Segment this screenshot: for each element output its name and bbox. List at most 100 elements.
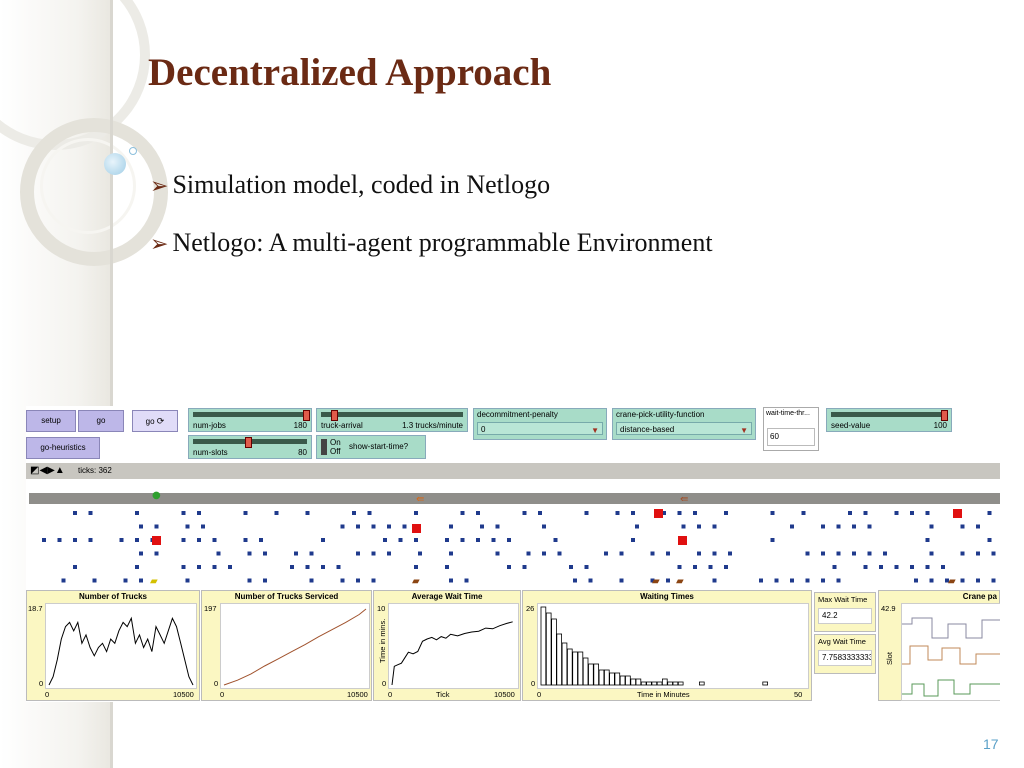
container-slot <box>542 524 546 529</box>
slider-knob[interactable] <box>941 410 948 421</box>
slider-value: 180 <box>293 421 307 430</box>
container-slot <box>371 551 376 556</box>
container-slot <box>666 578 670 583</box>
slider-knob[interactable] <box>245 437 252 448</box>
container-slot <box>728 551 732 556</box>
switch-show-start-time[interactable]: On Off show-start-time? <box>316 435 426 459</box>
container-slot <box>185 578 190 583</box>
container-slot <box>604 551 608 556</box>
container-slot <box>309 551 314 556</box>
decorative-ring <box>40 138 136 234</box>
container-slot <box>387 524 391 529</box>
slider-num-jobs[interactable]: num-jobs 180 <box>188 408 312 432</box>
container-slot <box>569 565 573 569</box>
plot-waiting-times: Waiting Times 26 0 0 Time in Minutes 50 <box>522 590 812 701</box>
slider-knob[interactable] <box>303 410 310 421</box>
input-wait-time-threshold[interactable]: wait-time-thr... 60 <box>763 407 819 451</box>
chooser-label: crane-pick-utility-function <box>616 410 705 419</box>
container-slot <box>697 551 701 556</box>
input-field[interactable]: 60 <box>767 428 815 446</box>
truck-icon: ▰ <box>150 576 158 587</box>
page-number: 17 <box>983 736 999 752</box>
container-slot <box>910 565 914 569</box>
container-slot <box>821 551 825 556</box>
container-slot <box>522 565 527 569</box>
container-slot <box>476 538 480 542</box>
container-slot <box>449 578 453 583</box>
monitor-value: 7.75833333333 <box>818 650 872 666</box>
container-slot <box>139 524 143 529</box>
container-slot <box>836 524 841 529</box>
histogram-bar <box>577 651 584 686</box>
slider-track <box>831 412 947 417</box>
histogram-bar <box>561 642 568 686</box>
container-slot <box>910 511 914 515</box>
container-slot <box>212 538 217 542</box>
histogram-bar <box>656 681 663 686</box>
plot-ylabel: Slot <box>885 652 894 665</box>
bullet-text: Netlogo: A multi-agent programmable Envi… <box>172 228 713 257</box>
container-slot <box>73 565 77 569</box>
container-slot <box>960 524 965 529</box>
view-control-icons[interactable]: ◩◀▶▲ <box>30 465 65 476</box>
bullet-arrow-icon: ➢ <box>150 173 169 198</box>
container-slot <box>340 578 345 583</box>
container-slot <box>976 551 980 556</box>
container-slot <box>154 551 159 556</box>
histogram-bar <box>667 681 673 686</box>
container-slot <box>941 565 945 569</box>
bullet-item: ➢Netlogo: A multi-agent programmable Env… <box>150 228 713 258</box>
series-line <box>223 608 367 686</box>
container-slot <box>557 551 562 556</box>
container-slot <box>197 565 201 569</box>
container-slot <box>836 578 841 583</box>
plots-area: Number of Trucks 18.7 0 0 10500 Number o… <box>26 590 1000 702</box>
bullet-item: ➢Simulation model, coded in Netlogo <box>150 170 550 200</box>
container-slot <box>852 551 856 556</box>
plot-title: Average Wait Time <box>411 592 483 601</box>
go-forever-button[interactable]: go ⟳ <box>132 410 178 432</box>
container-slot <box>770 538 775 542</box>
container-slot <box>460 538 465 542</box>
container-slot <box>925 511 930 515</box>
chooser-select[interactable]: distance-based▼ <box>616 422 752 435</box>
container-slot <box>414 511 418 515</box>
container-slot <box>867 524 872 529</box>
container-slot <box>243 538 248 542</box>
truck-road <box>29 493 1000 504</box>
slider-truck-arrival[interactable]: truck-arrival 1.3 trucks/minute <box>316 408 468 432</box>
dropdown-arrow-icon: ▼ <box>740 426 748 435</box>
monitor-label: Avg Wait Time <box>818 637 866 646</box>
chooser-crane-pick-utility-function[interactable]: crane-pick-utility-function distance-bas… <box>612 408 756 440</box>
setup-button[interactable]: setup <box>26 410 76 432</box>
go-once-button[interactable]: go <box>78 410 124 432</box>
chooser-value: 0 <box>481 425 486 434</box>
slider-knob[interactable] <box>331 410 338 421</box>
container-slot <box>181 565 186 569</box>
chooser-select[interactable]: 0▼ <box>477 422 603 435</box>
slider-num-slots[interactable]: num-slots 80 <box>188 435 312 459</box>
container-slot <box>867 551 872 556</box>
plot-xmax: 50 <box>794 690 803 699</box>
container-slot <box>356 551 360 556</box>
monitor-value: 42.2 <box>818 608 872 624</box>
go-heuristics-button[interactable]: go-heuristics <box>26 437 100 459</box>
switch-toggle[interactable] <box>321 439 327 455</box>
container-slot <box>340 524 345 529</box>
container-slot <box>863 565 868 569</box>
plot-number-of-trucks-serviced: Number of Trucks Serviced 197 0 0 10500 <box>201 590 372 701</box>
container-slot <box>247 551 252 556</box>
monitor-label: Max Wait Time <box>818 595 868 604</box>
container-slot <box>259 538 263 542</box>
world-view[interactable]: ●⇚⇚▰▰▰▰▰ <box>26 481 1000 589</box>
histogram-bar <box>572 651 578 686</box>
decorative-bubble <box>104 153 126 175</box>
plot-ymax: 42.9 <box>881 604 896 613</box>
plot-area <box>220 603 370 689</box>
container-slot <box>495 524 500 529</box>
slider-seed-value[interactable]: seed-value 100 <box>826 408 952 432</box>
container-slot <box>677 511 682 515</box>
container-slot <box>383 538 387 542</box>
container-slot <box>371 524 376 529</box>
chooser-decommitment-penalty[interactable]: decommitment-penalty 0▼ <box>473 408 607 440</box>
